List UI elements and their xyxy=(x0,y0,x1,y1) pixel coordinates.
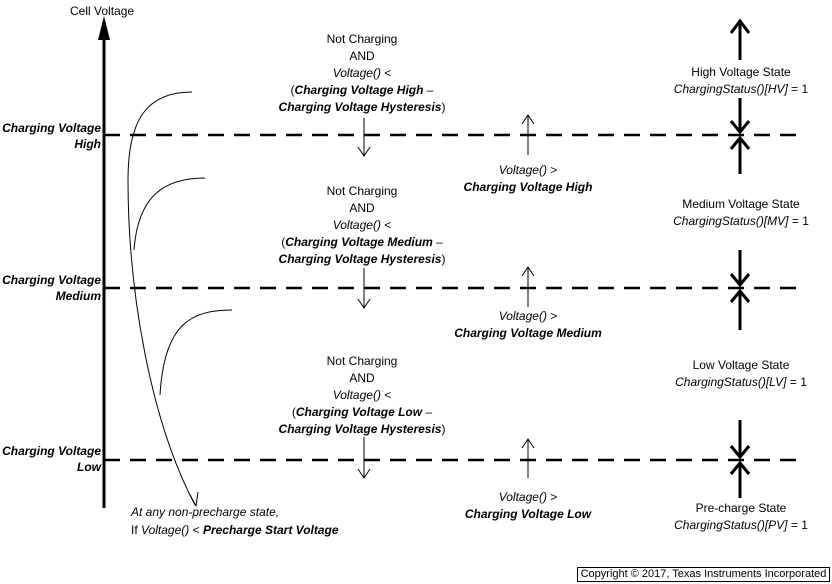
up-arrow-high xyxy=(521,114,535,155)
threshold-label-medium-1: Charging Voltage xyxy=(2,273,101,287)
up-arrow-low xyxy=(521,438,535,478)
down-cond-low-l4: (Charging Voltage Low – xyxy=(292,405,433,419)
up-cond-low-l2: Charging Voltage Low xyxy=(465,507,592,521)
down-cond-high-l4: (Charging Voltage High – xyxy=(291,83,434,97)
up-cond-high-l1: Voltage() > xyxy=(499,163,558,177)
state-high-flag: ChargingStatus()[HV] = 1 xyxy=(674,82,809,96)
precharge-cond-l1: At any non-precharge state, xyxy=(130,505,279,519)
axis-label: Cell Voltage xyxy=(70,4,134,18)
state-arrow-up-high xyxy=(729,135,751,174)
state-arrow-down-medium xyxy=(729,250,751,288)
up-cond-medium-l2: Charging Voltage Medium xyxy=(454,326,602,340)
up-cond-medium-l1: Voltage() > xyxy=(499,309,558,323)
down-cond-high-l2: AND xyxy=(349,49,375,63)
threshold-label-medium-2: Medium xyxy=(56,289,102,303)
state-medium-name: Medium Voltage State xyxy=(682,197,800,211)
down-cond-low-l1: Not Charging xyxy=(327,354,398,368)
state-arrow-up-low xyxy=(729,460,751,498)
threshold-label-low-1: Charging Voltage xyxy=(2,444,101,458)
down-cond-medium-l5: Charging Voltage Hysteresis) xyxy=(279,252,446,266)
down-cond-high-l3: Voltage() < xyxy=(333,66,392,80)
down-cond-medium-l4: (Charging Voltage Medium – xyxy=(281,235,443,249)
state-arrow-down-high xyxy=(729,98,751,135)
up-cond-high-l2: Charging Voltage High xyxy=(464,180,593,194)
down-cond-medium-l2: AND xyxy=(349,201,375,215)
down-cond-high-l5: Charging Voltage Hysteresis) xyxy=(279,100,446,114)
threshold-label-high-2: High xyxy=(74,137,101,151)
threshold-label-high-1: Charging Voltage xyxy=(2,121,101,135)
up-cond-low-l1: Voltage() > xyxy=(499,490,558,504)
state-low-name: Low Voltage State xyxy=(693,358,790,372)
up-arrow-medium xyxy=(521,266,535,307)
state-high-name: High Voltage State xyxy=(691,65,791,79)
precharge-curve-low xyxy=(159,309,233,396)
precharge-curve-high xyxy=(127,91,196,506)
state-low-flag: ChargingStatus()[LV] = 1 xyxy=(675,375,807,389)
precharge-arrowhead xyxy=(188,491,199,507)
copyright-notice: Copyright © 2017, Texas Instruments Inco… xyxy=(577,567,830,582)
down-cond-high-l1: Not Charging xyxy=(327,32,398,46)
state-arrow-down-low xyxy=(729,420,751,460)
down-cond-low-l3: Voltage() < xyxy=(333,388,392,402)
state-arrow-up-medium xyxy=(729,288,751,330)
down-arrow-medium xyxy=(357,268,371,309)
down-cond-low-l2: AND xyxy=(349,371,375,385)
down-arrow-low xyxy=(357,437,371,479)
voltage-axis-arrowhead xyxy=(98,16,110,40)
state-arrow-up-top xyxy=(729,18,751,60)
state-precharge-flag: ChargingStatus()[PV] = 1 xyxy=(674,518,808,532)
threshold-label-low-2: Low xyxy=(77,460,102,474)
precharge-curve-medium xyxy=(133,177,206,251)
down-cond-medium-l1: Not Charging xyxy=(327,184,398,198)
precharge-cond-l2: If Voltage() < Precharge Start Voltage xyxy=(131,523,339,537)
state-precharge-name: Pre-charge State xyxy=(696,501,787,515)
down-arrow-high xyxy=(357,118,371,157)
down-cond-medium-l3: Voltage() < xyxy=(333,218,392,232)
state-medium-flag: ChargingStatus()[MV] = 1 xyxy=(673,214,809,228)
down-cond-low-l5: Charging Voltage Hysteresis) xyxy=(279,422,446,436)
